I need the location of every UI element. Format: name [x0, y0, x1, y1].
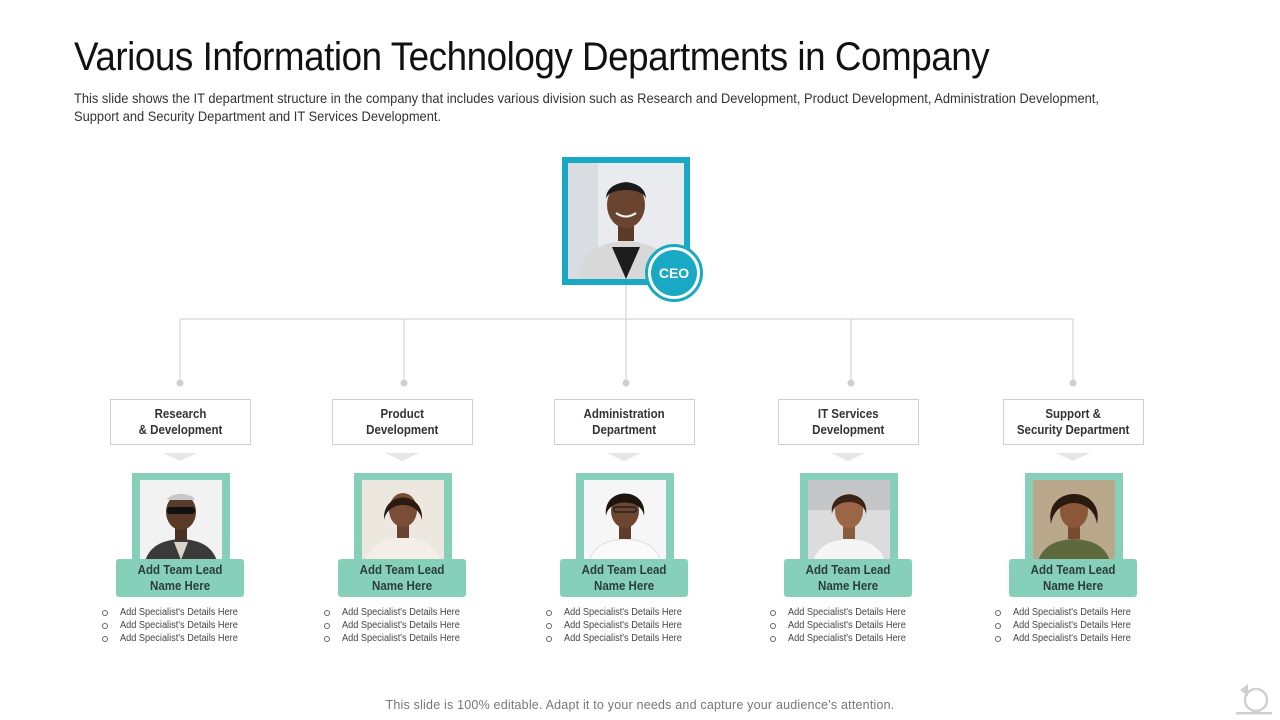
team-lead-name: Add Team Lead Name Here [784, 559, 912, 597]
team-lead-name: Add Team Lead Name Here [1009, 559, 1137, 597]
slide-footer: This slide is 100% editable. Adapt it to… [385, 698, 895, 712]
list-item: Add Specialist's Details Here [983, 632, 1163, 645]
list-item: Add Specialist's Details Here [758, 606, 938, 619]
team-lead-photo [1025, 473, 1123, 565]
circle-bullet-icon [995, 635, 1001, 642]
down-arrow-icon [831, 453, 865, 461]
ceo-label: CEO [651, 250, 697, 296]
department-title: Research & Development [138, 407, 223, 437]
department-title-box: IT Services Development [778, 399, 919, 445]
circle-bullet-icon [546, 609, 552, 616]
department-title: IT Services Development [812, 407, 885, 437]
department-title: Administration Department [583, 407, 666, 437]
circle-bullet-icon [770, 635, 776, 642]
down-arrow-icon [385, 453, 419, 461]
down-arrow-icon [607, 453, 641, 461]
department-title-box: Product Development [332, 399, 473, 445]
down-arrow-icon [163, 453, 197, 461]
circle-bullet-icon [324, 622, 330, 629]
department-title: Product Development [366, 407, 439, 437]
list-item: Add Specialist's Details Here [312, 632, 492, 645]
list-item: Add Specialist's Details Here [983, 606, 1163, 619]
specialist-list: Add Specialist's Details Here Add Specia… [534, 606, 714, 645]
list-item: Add Specialist's Details Here [534, 619, 714, 632]
brand-logo-icon [1236, 684, 1272, 715]
list-item: Add Specialist's Details Here [90, 606, 270, 619]
specialist-list: Add Specialist's Details Here Add Specia… [758, 606, 938, 645]
circle-bullet-icon [102, 609, 108, 616]
ceo-badge: CEO [645, 244, 703, 302]
list-item: Add Specialist's Details Here [90, 619, 270, 632]
circle-bullet-icon [770, 622, 776, 629]
team-lead-name: Add Team Lead Name Here [560, 559, 688, 597]
team-lead-name: Add Team Lead Name Here [338, 559, 466, 597]
slide-title: Various Information Technology Departmen… [74, 35, 990, 79]
circle-bullet-icon [546, 622, 552, 629]
specialist-list: Add Specialist's Details Here Add Specia… [90, 606, 270, 645]
team-lead-photo [576, 473, 674, 565]
circle-bullet-icon [995, 609, 1001, 616]
circle-bullet-icon [995, 622, 1001, 629]
list-item: Add Specialist's Details Here [758, 619, 938, 632]
team-lead-photo [132, 473, 230, 565]
specialist-list: Add Specialist's Details Here Add Specia… [983, 606, 1163, 645]
list-item: Add Specialist's Details Here [312, 619, 492, 632]
specialist-list: Add Specialist's Details Here Add Specia… [312, 606, 492, 645]
circle-bullet-icon [546, 635, 552, 642]
department-title-box: Research & Development [110, 399, 251, 445]
list-item: Add Specialist's Details Here [983, 619, 1163, 632]
team-lead-name: Add Team Lead Name Here [116, 559, 244, 597]
list-item: Add Specialist's Details Here [758, 632, 938, 645]
list-item: Add Specialist's Details Here [90, 632, 270, 645]
down-arrow-icon [1056, 453, 1090, 461]
circle-bullet-icon [324, 609, 330, 616]
slide-subtitle: This slide shows the IT department struc… [74, 90, 1099, 124]
list-item: Add Specialist's Details Here [534, 632, 714, 645]
department-title: Support & Security Department [1017, 407, 1130, 437]
circle-bullet-icon [324, 635, 330, 642]
circle-bullet-icon [102, 635, 108, 642]
circle-bullet-icon [102, 622, 108, 629]
department-title-box: Administration Department [554, 399, 695, 445]
circle-bullet-icon [770, 609, 776, 616]
department-title-box: Support & Security Department [1003, 399, 1144, 445]
team-lead-photo [354, 473, 452, 565]
list-item: Add Specialist's Details Here [534, 606, 714, 619]
team-lead-photo [800, 473, 898, 565]
list-item: Add Specialist's Details Here [312, 606, 492, 619]
